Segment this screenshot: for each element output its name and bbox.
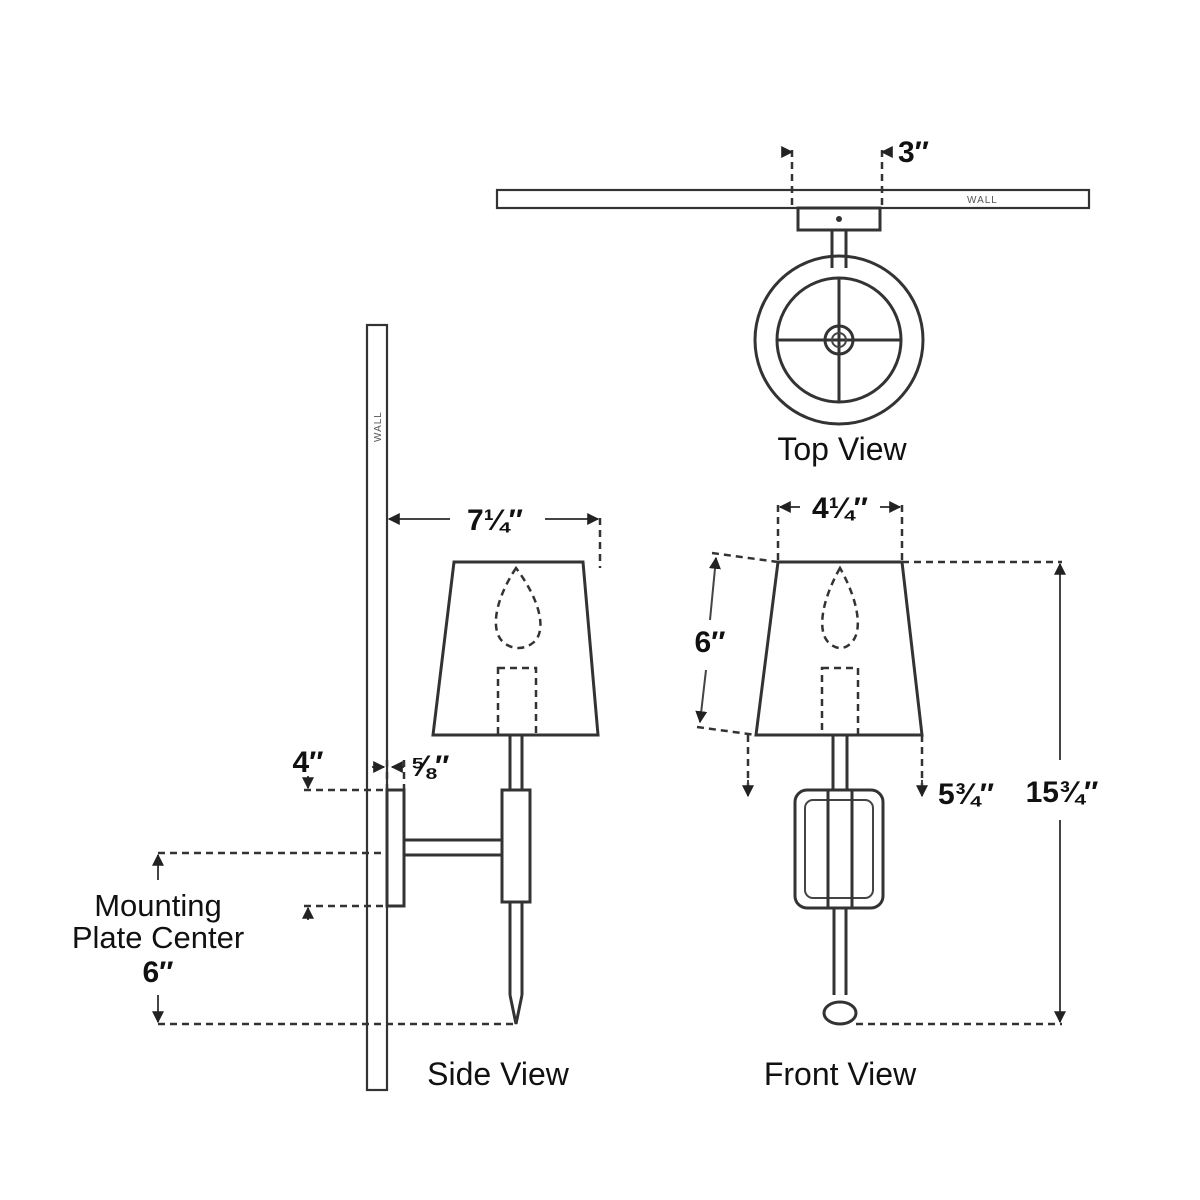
top-mounting-plate — [796, 206, 882, 232]
side-view-label: Side View — [427, 1056, 570, 1092]
top-view-label: Top View — [777, 431, 907, 467]
mounting-label-line2: Plate Center — [72, 920, 244, 955]
side-wall — [365, 323, 389, 1092]
front-shade — [754, 560, 924, 737]
mounting-label-line1: Mounting — [94, 888, 222, 923]
side-mounting-plate — [385, 788, 406, 908]
front-view: 4¼″ 6″ 5¾″ 15¾″ Front View — [694, 492, 1098, 1092]
side-view: WALL 7¼″ 4″ ⅝″ — [72, 323, 602, 1092]
front-width-dimension: 4¼″ — [812, 492, 868, 525]
side-stem-body — [500, 788, 532, 904]
shade-height-dimension: 6″ — [694, 626, 725, 659]
top-shade-outer — [753, 254, 925, 426]
top-wall-label: WALL — [967, 195, 998, 206]
side-shade — [431, 560, 600, 737]
front-cage — [793, 788, 885, 910]
overall-height-dimension: 15¾″ — [1026, 776, 1099, 809]
plate-height-dimension: 4″ — [292, 746, 323, 779]
front-finial — [822, 1000, 858, 1026]
plate-depth-dimension: 3″ — [898, 136, 929, 169]
front-stem-body — [826, 788, 854, 910]
side-wall-label: WALL — [373, 411, 384, 442]
side-width-dimension: 7¼″ — [467, 504, 523, 537]
extension-dimension: 5¾″ — [938, 778, 994, 811]
plate-thickness-dimension: ⅝″ — [410, 750, 449, 783]
top-view: WALL 3″ Top View — [495, 136, 1091, 467]
front-view-label: Front View — [764, 1056, 917, 1092]
mounting-center-dimension: 6″ — [142, 956, 173, 989]
